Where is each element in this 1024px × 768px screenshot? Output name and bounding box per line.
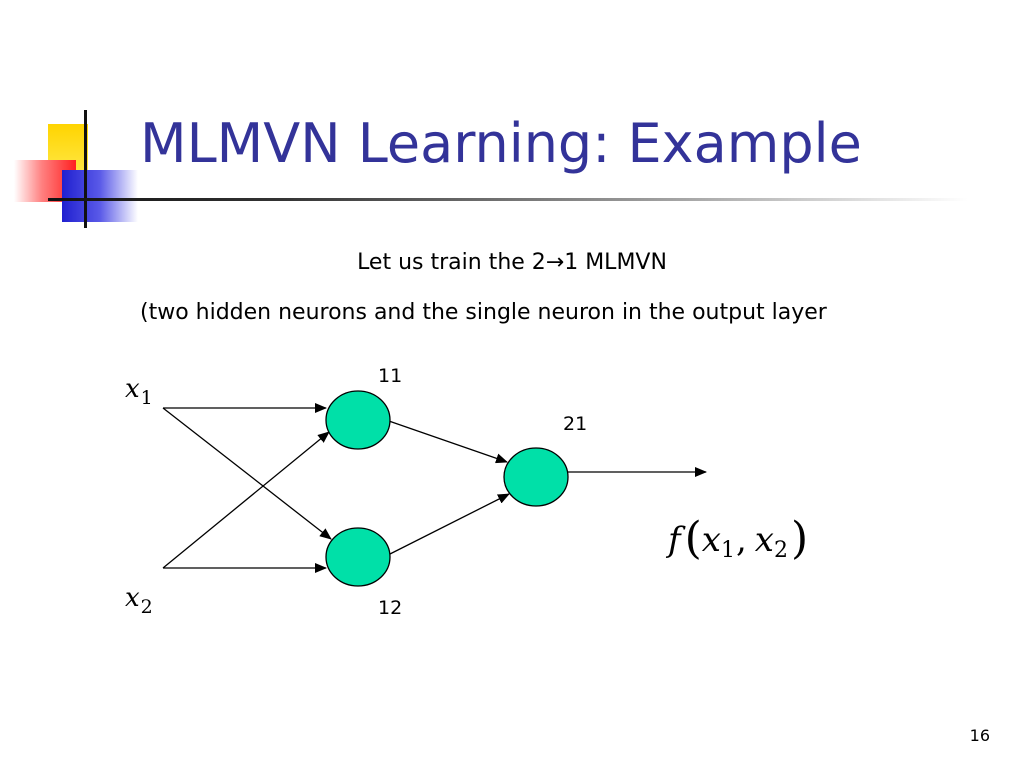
slide-subtitle: Let us train the 2→1 MLMVN bbox=[357, 250, 667, 275]
output-arg1-subscript: 1 bbox=[721, 538, 735, 563]
input-x2-symbol: x bbox=[125, 583, 140, 613]
neuron-11-label: 11 bbox=[378, 365, 402, 387]
output-formula: f(x1,x2) bbox=[665, 513, 808, 564]
output-arg1-symbol: x bbox=[702, 520, 721, 560]
input-x1-label: x1 bbox=[125, 374, 153, 409]
neuron-21 bbox=[503, 447, 569, 507]
input-x2-label: x2 bbox=[125, 583, 153, 618]
title-underline bbox=[48, 198, 968, 201]
slide-description: (two hidden neurons and the single neuro… bbox=[140, 300, 827, 325]
output-close-paren: ) bbox=[791, 513, 808, 564]
neuron-12-label: 12 bbox=[378, 597, 402, 619]
slide-title: MLMVN Learning: Example bbox=[140, 112, 862, 175]
neuron-12 bbox=[325, 527, 391, 587]
output-arg2-symbol: x bbox=[755, 520, 774, 560]
output-open-paren: ( bbox=[685, 513, 702, 564]
decor-vertical-line bbox=[84, 110, 87, 228]
input-x2-subscript: 2 bbox=[141, 596, 153, 618]
edge-neuron-11-to-neuron-21 bbox=[385, 419, 508, 464]
decor-blue-square bbox=[62, 170, 138, 222]
input-x1-symbol: x bbox=[125, 374, 140, 404]
output-func-symbol: f bbox=[665, 520, 686, 560]
page-number: 16 bbox=[969, 726, 990, 745]
edge-neuron-12-to-neuron-21 bbox=[385, 493, 510, 557]
input-x1-subscript: 1 bbox=[141, 387, 153, 409]
edge-x1-to-neuron-12 bbox=[162, 407, 332, 540]
output-comma: , bbox=[736, 520, 747, 560]
neuron-11 bbox=[325, 390, 391, 450]
edge-x2-to-neuron-11 bbox=[162, 431, 330, 569]
neuron-21-label: 21 bbox=[563, 413, 587, 435]
output-arg2-subscript: 2 bbox=[774, 538, 788, 563]
